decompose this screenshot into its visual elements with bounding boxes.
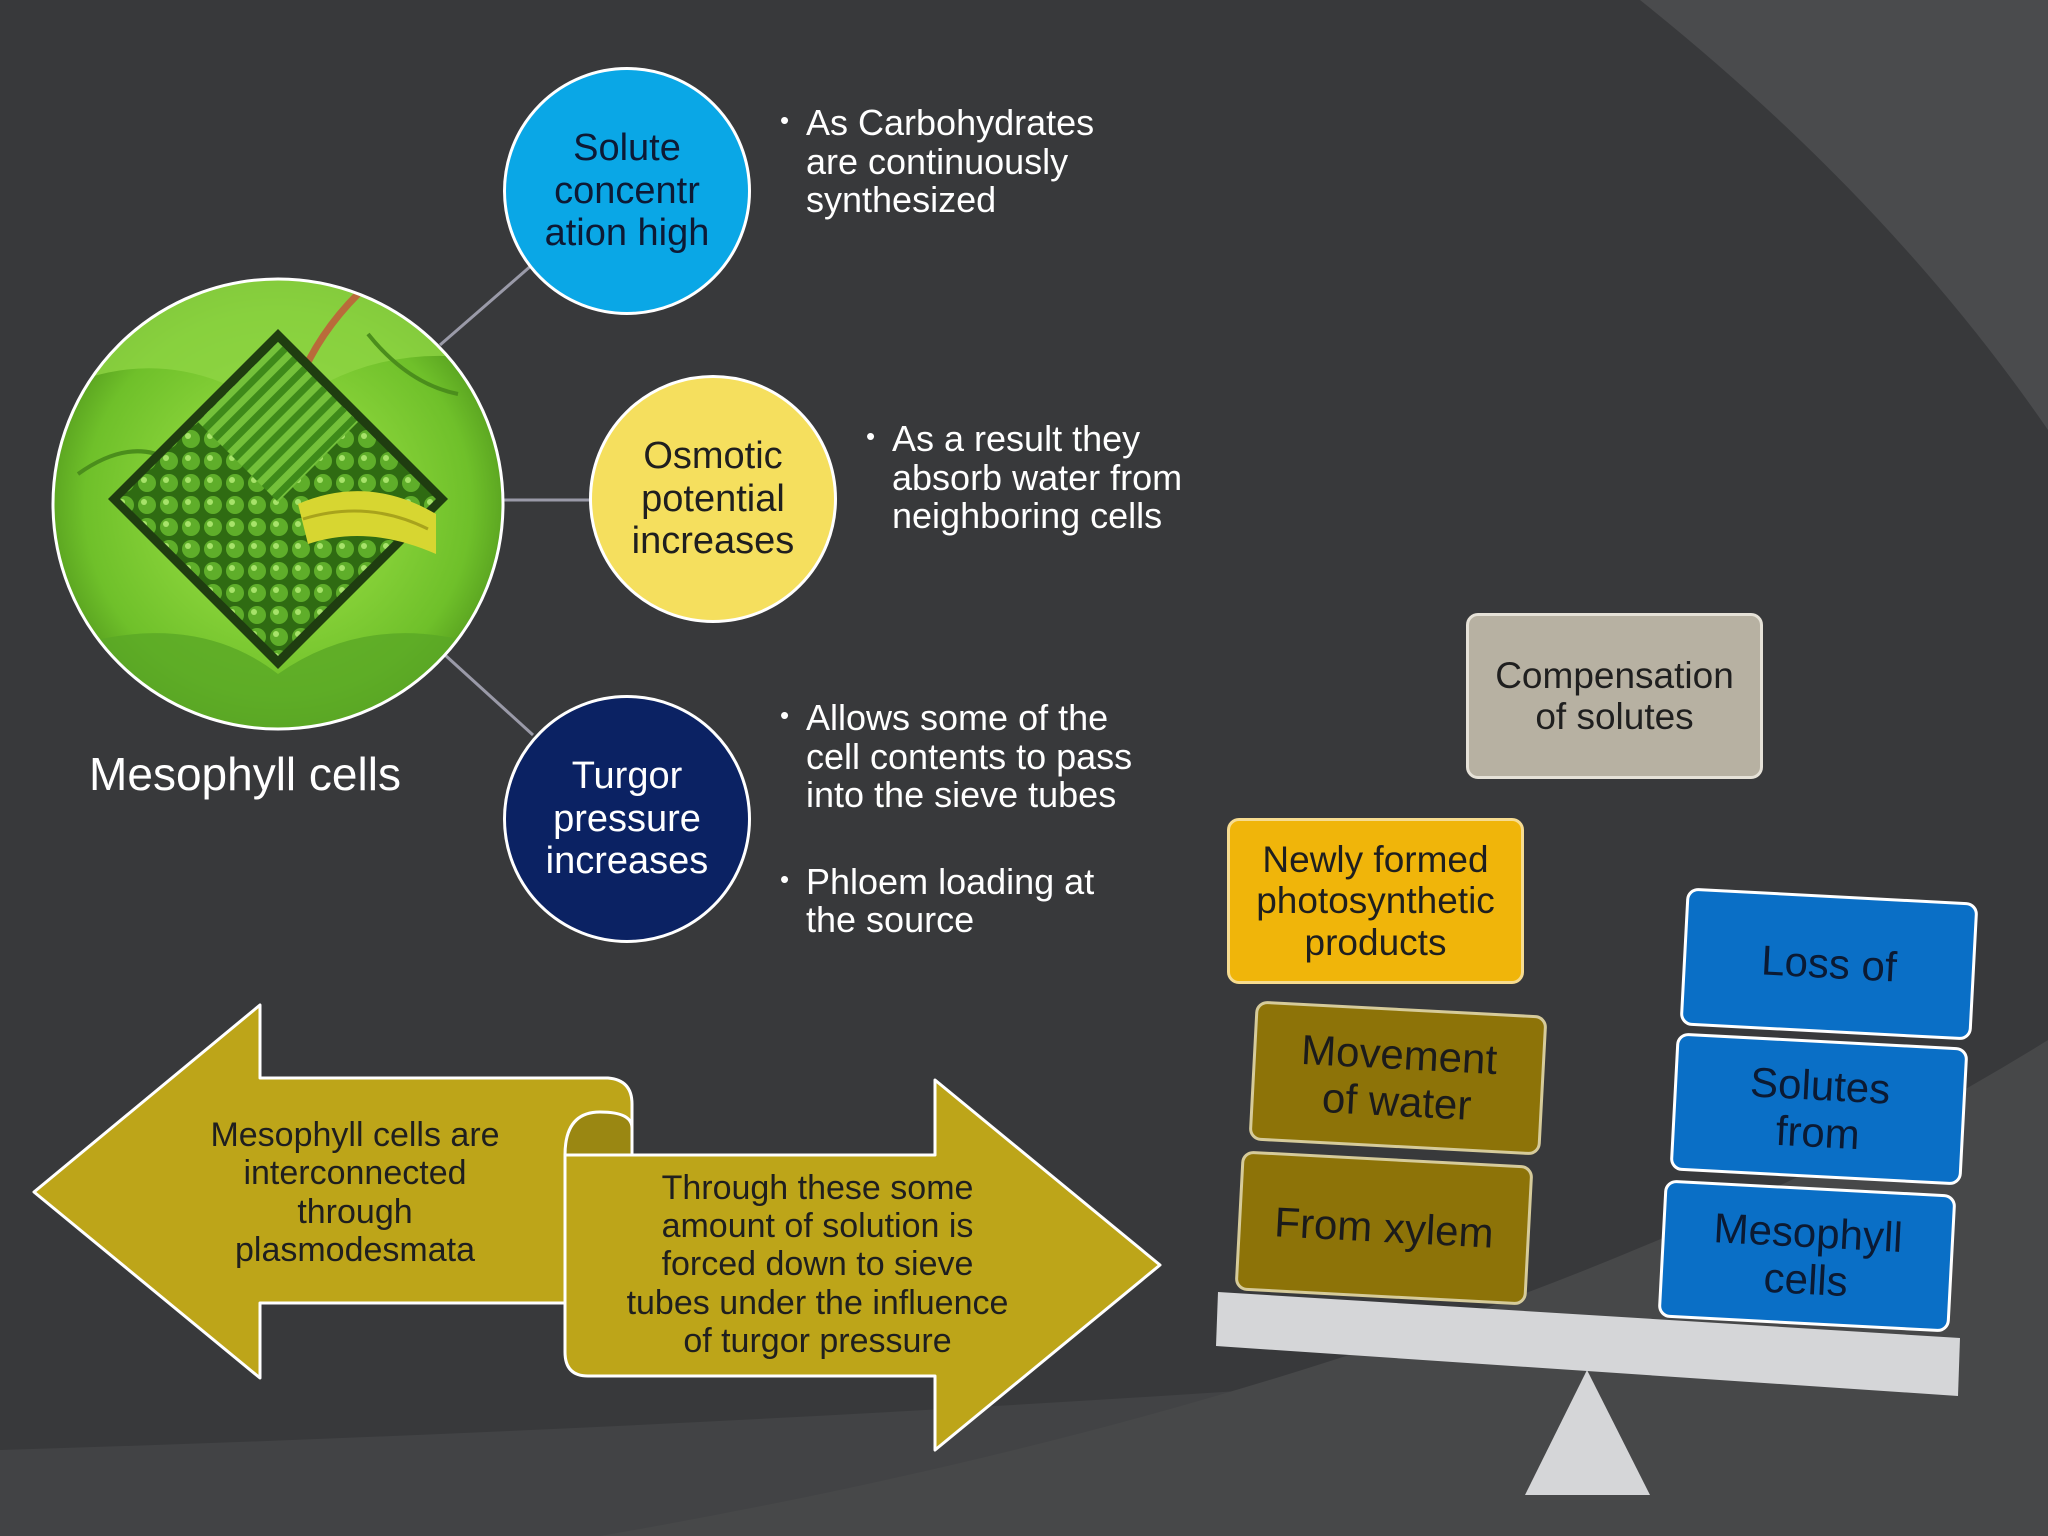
loss-of-box: Loss of xyxy=(1679,887,1979,1041)
right-arrow-text: Through these some amount of solution is… xyxy=(626,1169,1009,1360)
turgor-pressure-circle: Turgor pressure increases xyxy=(503,695,751,943)
mesophyll-cells-box: Mesophyll cells xyxy=(1657,1179,1957,1333)
osmotic-bullets: As a result they absorb water from neigh… xyxy=(866,419,1182,536)
movement-of-water-box: Movement of water xyxy=(1248,1000,1548,1156)
right-arrow-shape xyxy=(563,1078,1162,1452)
bullet-item: As a result they absorb water from neigh… xyxy=(866,419,1182,536)
scale-beam xyxy=(1216,1292,1960,1396)
osmotic-potential-circle: Osmotic potential increases xyxy=(589,375,837,623)
newly-formed-products-box: Newly formed photosynthetic products xyxy=(1227,818,1524,984)
bullet-item: As Carbohydrates are continuously synthe… xyxy=(780,103,1094,220)
left-arrow-text: Mesophyll cells are interconnected throu… xyxy=(210,1116,500,1269)
bullet-item: Allows some of the cell contents to pass… xyxy=(780,698,1132,815)
mesophyll-image xyxy=(51,277,505,731)
mesophyll-cells-label: Mesophyll cells xyxy=(89,748,401,801)
solute-bullets: As Carbohydrates are continuously synthe… xyxy=(780,103,1094,220)
from-xylem-box: From xylem xyxy=(1234,1150,1534,1306)
solute-concentration-circle: Solute concentr ation high xyxy=(503,67,751,315)
solutes-from-box: Solutes from xyxy=(1669,1032,1969,1186)
scale-fulcrum xyxy=(1525,1370,1650,1495)
compensation-of-solutes-box: Compensation of solutes xyxy=(1466,613,1763,779)
scroll-curl xyxy=(563,1110,634,1157)
bullet-item: Phloem loading at the source xyxy=(780,862,1132,940)
turgor-bullets: Allows some of the cell contents to pass… xyxy=(780,698,1132,940)
